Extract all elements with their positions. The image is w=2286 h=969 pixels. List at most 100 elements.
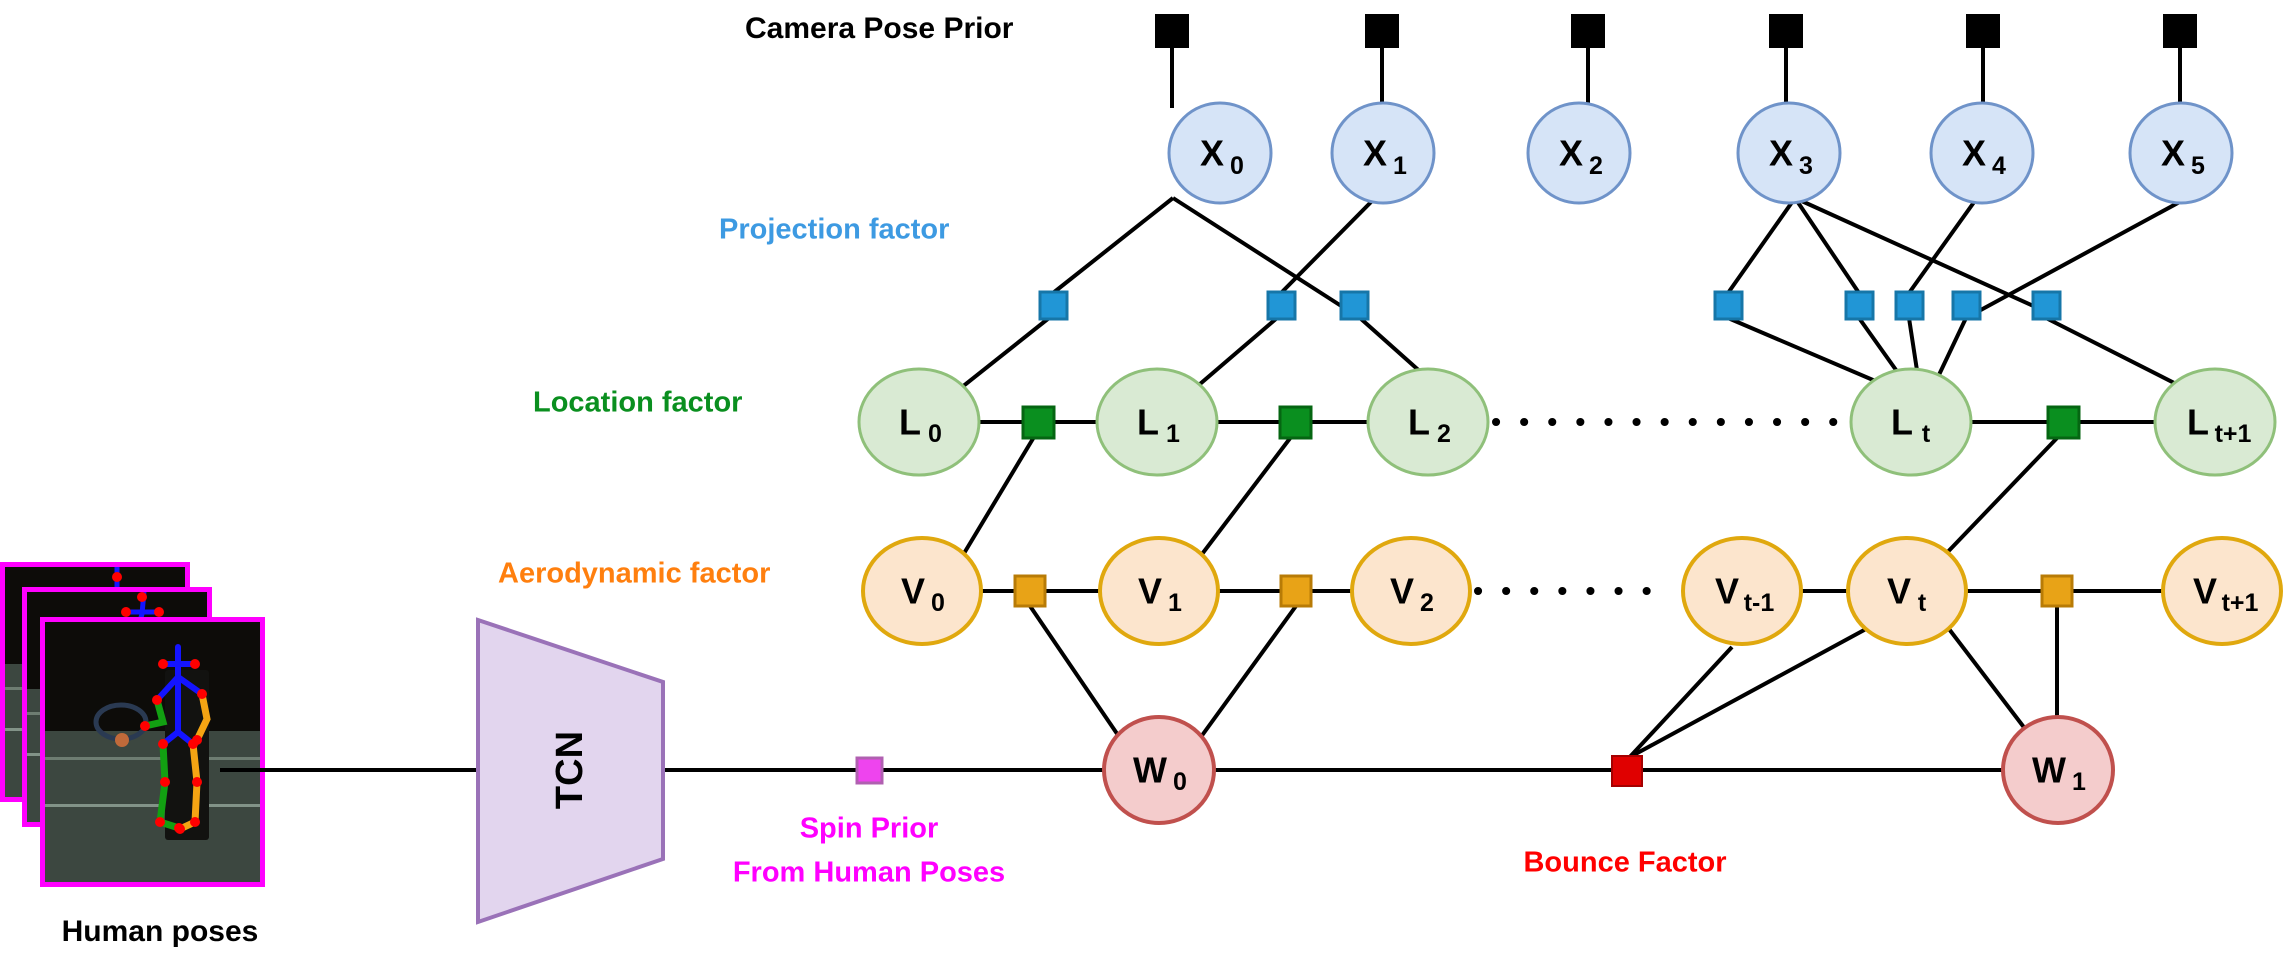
projection-factor-square-5[interactable] — [1894, 290, 1925, 321]
velocity-node-vt1-label: V — [2193, 571, 2217, 612]
velocity-node-v0-label: V — [901, 571, 925, 612]
camera-node-x2-subscript: 2 — [1589, 152, 1603, 180]
location-factor-square-0[interactable] — [1021, 405, 1056, 440]
bounce-factor-square[interactable] — [1611, 755, 1643, 787]
camera-node-x1-subscript: 1 — [1393, 152, 1407, 180]
camera-prior-square-0[interactable] — [1155, 14, 1189, 48]
location-factors-group — [1021, 405, 2081, 440]
velocity-node-vt1-subscript: t+1 — [2222, 589, 2259, 617]
camera-node-x1-label: X — [1363, 133, 1387, 174]
edge-pf2-l2 — [1358, 316, 1426, 377]
camera-prior-square-3[interactable] — [1769, 14, 1803, 48]
location-factor-square-2[interactable] — [2046, 405, 2081, 440]
projection-factor-square-1[interactable] — [1266, 290, 1297, 321]
location-node-l1[interactable]: L 1 — [1095, 367, 1219, 477]
aerodynamic-factor-square-1[interactable] — [1279, 574, 1313, 608]
camera-node-x2-label: X — [1559, 133, 1583, 174]
camera-prior-square-4[interactable] — [1966, 14, 2000, 48]
aerodynamic-factor-square-2[interactable] — [2040, 574, 2074, 608]
edge-x1-pf1 — [1279, 196, 1377, 295]
location-factor-label: Location factor — [533, 387, 742, 419]
velocity-nodes-group: V 0 V 1 V 2 V t-1 V t — [861, 536, 2283, 646]
location-node-l0-subscript: 0 — [928, 420, 942, 448]
camera-node-x4-label: X — [1962, 133, 1986, 174]
velocity-node-vtm1-subscript: t-1 — [1744, 589, 1775, 617]
velocity-node-vt[interactable]: V t — [1846, 536, 1968, 646]
location-node-l1-label: L — [1137, 402, 1159, 443]
edge-pf7-lt1 — [2045, 316, 2191, 393]
edge-pf4-lt — [1857, 316, 1903, 379]
tcn-label: TCN — [549, 731, 591, 809]
aerodynamic-factors-group — [1013, 574, 2074, 608]
edge-x3-pf4 — [1793, 196, 1861, 295]
camera-node-x2[interactable]: X 2 — [1526, 101, 1632, 205]
location-node-l0[interactable]: L 0 — [857, 367, 981, 477]
location-node-lt[interactable]: L t — [1849, 367, 1973, 477]
projection-factor-square-7[interactable] — [2031, 290, 2062, 321]
camera-node-x5[interactable]: X 5 — [2128, 101, 2234, 205]
edge-pf5-lt — [1907, 317, 1920, 378]
edge-pf3-lt — [1727, 316, 1881, 385]
velocity-node-v2-label: V — [1390, 571, 1414, 612]
spin-prior-square[interactable] — [855, 756, 884, 785]
tcn-block[interactable]: TCN — [476, 617, 665, 925]
projection-factor-square-6[interactable] — [1951, 290, 1982, 321]
edge-x3-pf7 — [1794, 196, 2061, 320]
camera-node-x0[interactable]: X 0 — [1167, 101, 1273, 205]
spin-nodes-group: W 0 W 1 — [1102, 715, 2115, 825]
camera-node-x0-label: X — [1200, 133, 1224, 174]
camera-prior-square-5[interactable] — [2163, 14, 2197, 48]
location-node-lt-subscript: t — [1922, 420, 1931, 448]
projection-factor-square-4[interactable] — [1844, 290, 1875, 321]
location-node-lt1[interactable]: L t+1 — [2153, 367, 2277, 477]
projection-factor-square-0[interactable] — [1038, 290, 1069, 321]
velocity-node-v0[interactable]: V 0 — [861, 536, 983, 646]
edge-af0-w0 — [1028, 604, 1124, 743]
projection-factors-group — [1038, 290, 2062, 321]
camera-prior-square-2[interactable] — [1571, 14, 1605, 48]
projection-factor-square-3[interactable] — [1713, 290, 1744, 321]
location-node-lt1-subscript: t+1 — [2215, 420, 2252, 448]
edge-group — [220, 48, 2191, 772]
edge-pf0-l0 — [950, 316, 1051, 397]
edge-pf1-l1 — [1184, 316, 1279, 398]
aerodynamic-factor-square-0[interactable] — [1013, 574, 1047, 608]
camera-node-x4-subscript: 4 — [1992, 152, 2006, 180]
location-node-l2[interactable]: L 2 — [1366, 367, 1490, 477]
velocity-node-v1-label: V — [1138, 571, 1162, 612]
velocity-node-vt1[interactable]: V t+1 — [2161, 536, 2283, 646]
spin-node-w1[interactable]: W 1 — [2001, 715, 2115, 825]
velocity-node-vt-label: V — [1887, 571, 1911, 612]
edge-x4-pf5 — [1907, 196, 1979, 295]
camera-node-x1[interactable]: X 1 — [1330, 101, 1436, 205]
camera-pose-prior-group — [1155, 14, 2197, 48]
camera-prior-square-1[interactable] — [1365, 14, 1399, 48]
edge-x5-pf6 — [1965, 196, 2188, 320]
camera-node-x4[interactable]: X 4 — [1929, 101, 2035, 205]
spin-node-w0-subscript: 0 — [1173, 768, 1187, 796]
human-poses-label: Human poses — [62, 915, 259, 948]
edge-x0-pf0 — [1051, 196, 1175, 295]
projection-factor-square-2[interactable] — [1339, 290, 1370, 321]
spin-prior-label-line2: From Human Poses — [733, 857, 1005, 889]
velocity-node-v2[interactable]: V 2 — [1350, 536, 1472, 646]
location-node-lt1-label: L — [2187, 402, 2209, 443]
camera-node-x5-subscript: 5 — [2191, 152, 2205, 180]
velocity-node-v1[interactable]: V 1 — [1098, 536, 1220, 646]
location-factor-square-1[interactable] — [1278, 405, 1313, 440]
edge-x0-pf2 — [1171, 196, 1362, 320]
edge-lf0-v0 — [958, 435, 1036, 562]
aerodynamic-factor-label: Aerodynamic factor — [498, 558, 770, 590]
velocity-node-vtm1[interactable]: V t-1 — [1681, 536, 1803, 646]
spin-node-w1-subscript: 1 — [2072, 768, 2086, 796]
camera-node-x5-label: X — [2161, 133, 2185, 174]
spin-prior-label-line1: Spin Prior — [800, 813, 939, 845]
camera-node-x3[interactable]: X 3 — [1736, 101, 1842, 205]
velocity-node-v1-subscript: 1 — [1168, 589, 1182, 617]
edge-lf1-v1 — [1194, 435, 1293, 564]
pose-background-sky — [45, 622, 260, 732]
velocity-node-v0-subscript: 0 — [931, 589, 945, 617]
court-line — [45, 804, 260, 807]
spin-node-w0[interactable]: W 0 — [1102, 715, 1216, 825]
